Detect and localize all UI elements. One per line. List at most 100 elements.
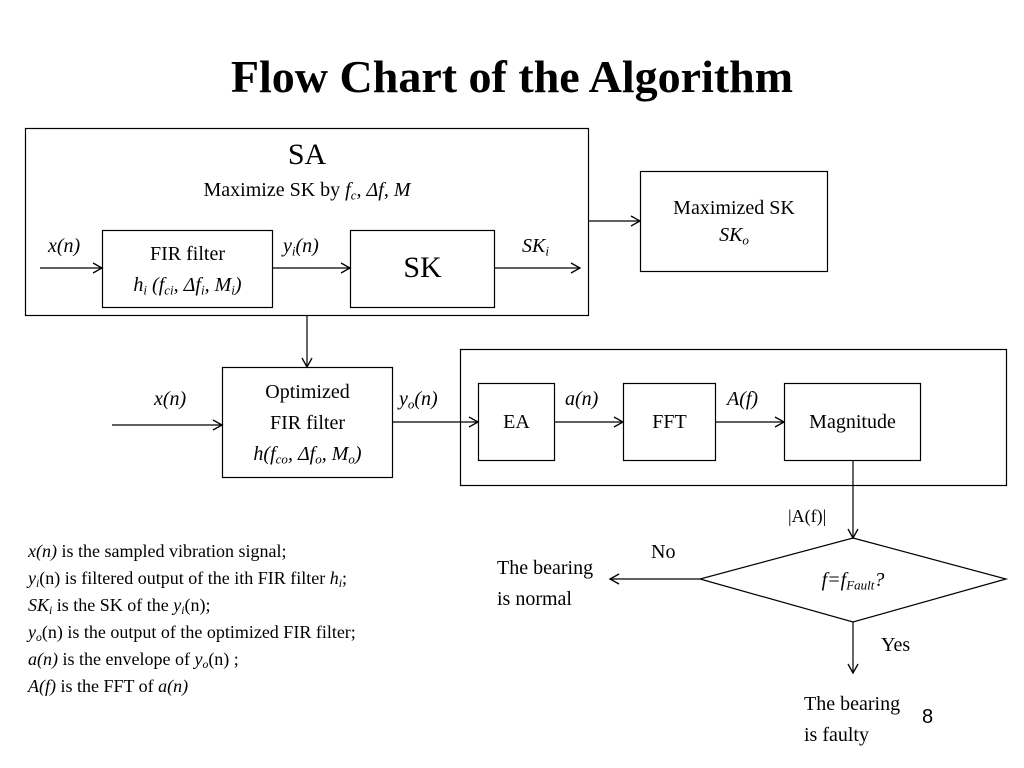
var-h-sub: i <box>143 282 148 298</box>
var-sk: SK <box>522 235 546 257</box>
legend-tail-end: (n) ; <box>208 649 239 669</box>
optimized-line2: FIR filter <box>270 412 345 434</box>
page-number: 8 <box>922 706 934 728</box>
legend-text: is the output of the optimized FIR filte… <box>62 622 356 642</box>
var-h: h <box>133 274 144 296</box>
ea-label: EA <box>503 411 530 433</box>
legend-var: SK <box>28 595 50 615</box>
normal-outcome-line1: The bearing <box>497 557 594 579</box>
sa-heading: SA <box>287 138 327 171</box>
var-df-sub: i <box>200 282 205 298</box>
var-sk-sub: o <box>742 232 749 248</box>
legend-tail-sub: i <box>338 576 342 590</box>
faulty-outcome-line2: is faulty <box>804 724 869 746</box>
fir-filter-label: FIR filter <box>150 243 225 265</box>
sa-box <box>24 127 590 317</box>
legend-item: A(f) is the FFT of a(n) <box>28 673 356 700</box>
var-sk: SK <box>719 224 743 246</box>
legend-var: y <box>28 622 36 642</box>
legend-item: yo(n) is the output of the optimized FIR… <box>28 619 356 646</box>
var-m: M <box>393 179 411 201</box>
optimized-line1: Optimized <box>265 381 350 403</box>
abs-af-label: |A(f)| <box>788 506 826 527</box>
sep: , <box>287 443 298 465</box>
var-fc: f <box>158 274 165 296</box>
optimized-params: h(fco, Δfo, Mo) <box>222 443 393 465</box>
sa-subtitle-text: Maximize SK by <box>203 179 346 201</box>
legend-text: is the SK of the <box>52 595 174 615</box>
legend-item: x(n) is the sampled vibration signal; <box>28 538 356 565</box>
var-sk-sub: i <box>545 243 549 259</box>
maximized-sk-box <box>639 170 829 273</box>
faulty-outcome-line1: The bearing <box>804 693 901 715</box>
legend-text: is the sampled vibration signal; <box>56 541 287 561</box>
legend-tail-var: h <box>329 568 339 588</box>
legend-text: is the FFT of <box>55 676 159 696</box>
var-y: y <box>283 235 292 257</box>
var-fc-sub: c <box>350 187 357 203</box>
var-fc: f <box>270 443 276 465</box>
legend-item: yi(n) is filtered output of the ith FIR … <box>28 565 356 592</box>
maximized-sk-label: Maximized SK <box>673 197 795 219</box>
sk-box-label: SK <box>403 251 442 284</box>
paren: ) <box>354 443 362 465</box>
legend-tail-var: y <box>194 649 203 669</box>
var-y-rest: (n) <box>295 235 319 257</box>
var-y-sub: i <box>291 243 296 259</box>
fir-filter-params: hi (fci, Δfi, Mi) <box>102 274 273 296</box>
var-df: Δf <box>297 443 316 465</box>
var-fc: f <box>345 179 351 201</box>
cond-suffix: ? <box>874 569 885 591</box>
an-label: a(n) <box>565 388 599 410</box>
paren: ) <box>234 274 242 296</box>
cond-prefix: f=f <box>821 569 847 591</box>
var-y: y <box>399 388 408 410</box>
sep: , <box>356 179 367 201</box>
var-fc-sub: co <box>275 451 288 467</box>
yo-label: yo(n) <box>399 388 438 410</box>
normal-outcome-line2: is normal <box>497 588 572 610</box>
no-label: No <box>651 541 676 563</box>
var-df: Δf <box>366 179 384 201</box>
paren: ( <box>147 274 159 296</box>
legend-var: A(f) <box>28 676 56 696</box>
legend-var: y <box>28 568 36 588</box>
legend-var-sub: o <box>36 630 42 644</box>
ski-label: SKi <box>522 235 549 257</box>
legend-item: a(n) is the envelope of yo(n) ; <box>28 646 356 673</box>
decision-condition: f=fFault? <box>760 569 946 591</box>
sa-subtitle: Maximize SK by fc, Δf, M <box>25 179 589 201</box>
magnitude-label: Magnitude <box>809 411 896 433</box>
legend-text: is filtered output of the ith FIR filter <box>60 568 330 588</box>
var-m: M <box>331 443 349 465</box>
var-m-sub: i <box>231 282 235 298</box>
legend-tail-var: a(n) <box>158 676 189 696</box>
legend-tail-sub: i <box>181 603 185 617</box>
var-y-sub: o <box>407 396 415 412</box>
sko-label: SKo <box>640 224 828 246</box>
af-label: A(f) <box>727 388 759 410</box>
sep: , <box>321 443 332 465</box>
fft-label: FFT <box>652 411 687 433</box>
optimized-input-label: x(n) <box>154 388 187 410</box>
legend-var-rest: (n) <box>39 568 61 588</box>
cond-sub: Fault <box>846 577 875 593</box>
legend-var: a(n) <box>28 649 58 669</box>
var-m-sub: o <box>348 451 355 467</box>
envelope-chain-box <box>459 348 1008 487</box>
yi-label: yi(n) <box>283 235 319 257</box>
sa-input-label: x(n) <box>48 235 81 257</box>
var-y-rest: (n) <box>414 388 438 410</box>
legend: x(n) is the sampled vibration signal;yi(… <box>28 538 356 700</box>
legend-var-sub: i <box>36 576 40 590</box>
legend-tail-sub: o <box>202 657 209 671</box>
var-df-sub: o <box>315 451 322 467</box>
slide-title: Flow Chart of the Algorithm <box>230 51 794 102</box>
legend-var-sub: i <box>49 603 53 617</box>
var-h: h( <box>253 443 271 465</box>
sep: , <box>204 274 215 296</box>
legend-tail-var: y <box>173 595 182 615</box>
legend-tail-end: ; <box>341 568 347 588</box>
legend-text: is the envelope of <box>58 649 195 669</box>
